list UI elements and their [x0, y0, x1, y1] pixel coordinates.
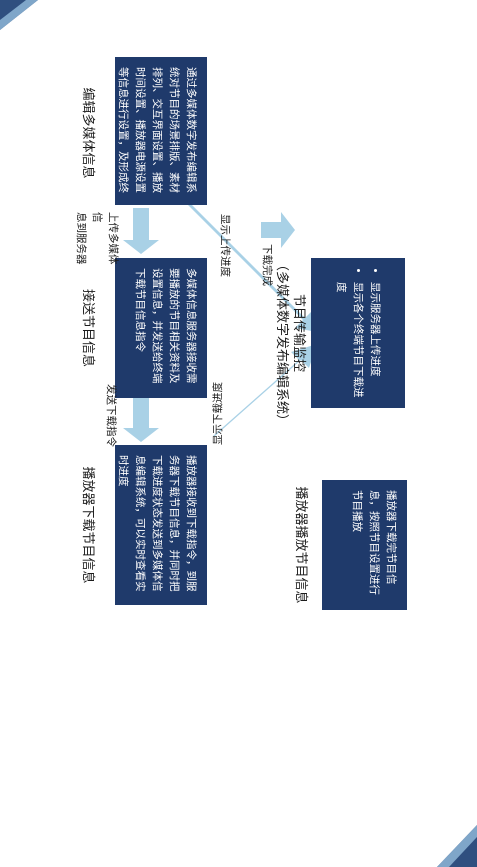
node-send-title: 接送节目信息 — [80, 288, 95, 367]
edge-label-upload-line1: 上传多媒体信 — [91, 212, 119, 265]
node-monitor-title-line1: 节目传输监控 — [291, 293, 306, 372]
list-item: 显示各个终端节目下载进度 — [332, 282, 366, 398]
node-send-box: 多媒体信息服务器接收需要播放的节目相关资料及设置信息，并发送给终端下载节目信息指… — [115, 258, 207, 398]
node-monitor-title: 节目传输监控 （多媒体数字发布编辑系统） — [273, 258, 307, 428]
node-download-title: 播放器下载节目信息 — [80, 466, 95, 584]
list-item: 显示服务器上传进度 — [366, 282, 383, 398]
edge-label-upload-line2: 息到服务器 — [75, 212, 87, 265]
node-download-body: 播放器接收到下载指令，到服务器下载节目信息，并同时把下载进度状态发送到多媒体信息… — [117, 455, 197, 592]
node-download-box: 播放器接收到下载指令，到服务器下载节目信息，并同时把下载进度状态发送到多媒体信息… — [115, 445, 207, 605]
node-play-body: 播放器下载完节目信息，按照节目设置进行节目播放 — [351, 490, 397, 595]
arrow-send-cmd — [123, 398, 159, 442]
node-play-box: 播放器下载完节目信息，按照节目设置进行节目播放 — [322, 480, 407, 610]
node-send-body: 多媒体信息服务器接收需要播放的节目相关资料及设置信息，并发送给终端下载节目信息指… — [134, 268, 197, 384]
corner-decoration-top-left — [0, 0, 38, 30]
node-play-title: 播放器播放节目信息 — [293, 486, 308, 604]
edge-label-download-done: 下载完成 — [261, 244, 273, 286]
arrow-upload — [123, 208, 159, 254]
corner-decoration-bottom-right — [437, 825, 477, 867]
arrow-show-upload — [183, 198, 317, 332]
node-monitor-box: 显示服务器上传进度 显示各个终端节目下载进度 — [311, 258, 405, 408]
node-edit-box: 通过多媒体数字发布编辑系统对节目的场景排版、素材排列、交互界面设置、播放时间设置… — [100, 57, 207, 205]
node-monitor-title-line2: （多媒体数字发布编辑系统） — [274, 258, 289, 428]
edge-label-show-download: 显示下载进度 — [212, 382, 224, 445]
edge-label-send-cmd: 发送下载指令 — [105, 384, 117, 447]
arrow-download-done — [261, 212, 295, 248]
edge-label-upload: 上传多媒体信 息到服务器 — [73, 212, 121, 272]
edge-label-show-upload: 显示上传进度 — [219, 214, 231, 277]
node-edit-body: 通过多媒体数字发布编辑系统对节目的场景排版、素材排列、交互界面设置、播放时间设置… — [100, 67, 197, 193]
node-monitor-list: 显示服务器上传进度 显示各个终端节目下载进度 — [332, 268, 383, 398]
arrow-show-download — [213, 344, 317, 436]
